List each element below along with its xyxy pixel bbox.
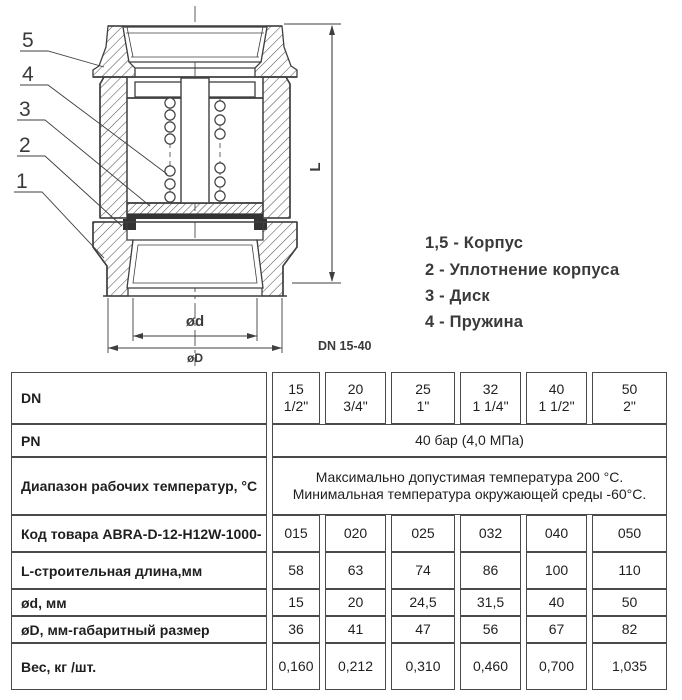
- table-cell: 15 1/2": [272, 372, 320, 424]
- table-cell: 47: [391, 616, 455, 643]
- row-label-outer-diameter: øD, мм-габаритный размер: [11, 616, 267, 643]
- table-cell: 0,310: [391, 643, 455, 690]
- table-cell: 86: [460, 552, 521, 589]
- row-label-temperature: Диапазон рабочих температур, °С: [11, 457, 267, 515]
- table-cell: 015: [272, 515, 320, 552]
- callout-1: 1: [16, 170, 28, 193]
- table-cell: 50 2": [592, 372, 667, 424]
- table-cell: 025: [391, 515, 455, 552]
- table-cell: 41: [325, 616, 386, 643]
- drawing-area: L ød øD DN 15-40 5 4 3 2 1 1,5 - Корпус …: [14, 6, 620, 366]
- table-row-inner-diameter: ød, мм 15 20 24,5 31,5 40 50: [11, 589, 667, 616]
- disk-and-seal: [123, 202, 267, 230]
- legend-item-body: 1,5 - Корпус: [425, 234, 523, 252]
- table-row-length: L-строительная длина,мм 58 63 74 86 100 …: [11, 552, 667, 589]
- table-cell: 82: [592, 616, 667, 643]
- callout-leaders: [14, 50, 168, 259]
- stem: [180, 77, 210, 204]
- table-cell: 40 1 1/2": [526, 372, 587, 424]
- table-cell: 40: [526, 589, 587, 616]
- table-cell-pn-value: 40 бар (4,0 МПа): [272, 424, 667, 457]
- table-row-outer-diameter: øD, мм-габаритный размер 36 41 47 56 67 …: [11, 616, 667, 643]
- spec-table: DN 15 1/2" 20 3/4" 25 1" 32 1 1/4" 40 1 …: [6, 372, 672, 690]
- callout-4: 4: [22, 63, 34, 86]
- table-cell: 15: [272, 589, 320, 616]
- table-cell: 58: [272, 552, 320, 589]
- table-row-pn: PN 40 бар (4,0 МПа): [11, 424, 667, 457]
- table-row-temperature: Диапазон рабочих температур, °С Максимал…: [11, 457, 667, 515]
- table-row-product-code: Код товара ABRA-D-12-H12W-1000- 015 020 …: [11, 515, 667, 552]
- table-cell: 56: [460, 616, 521, 643]
- legend-item-disk: 3 - Диск: [425, 287, 490, 305]
- table-cell: 1,035: [592, 643, 667, 690]
- dim-inner-diameter-label: ød: [186, 313, 204, 330]
- table-cell: 032: [460, 515, 521, 552]
- top-cap: [92, 25, 298, 78]
- table-cell: 0,212: [325, 643, 386, 690]
- table-cell: 32 1 1/4": [460, 372, 521, 424]
- table-cell: 74: [391, 552, 455, 589]
- table-cell: 0,160: [272, 643, 320, 690]
- table-cell: 36: [272, 616, 320, 643]
- row-label-weight: Вес, кг /шт.: [11, 643, 267, 690]
- table-cell: 020: [325, 515, 386, 552]
- table-cell-temperature-value: Максимально допустимая температура 200 °…: [272, 457, 667, 515]
- callout-2: 2: [19, 134, 31, 157]
- row-label-length: L-строительная длина,мм: [11, 552, 267, 589]
- row-label-dn: DN: [11, 372, 267, 424]
- table-cell: 50: [592, 589, 667, 616]
- legend-item-spring: 4 - Пружина: [425, 313, 524, 331]
- valve-cross-section-drawing: L ød øD DN 15-40 5 4 3 2 1 1,5 - Корпус …: [14, 6, 620, 366]
- table-cell: 040: [526, 515, 587, 552]
- dimension-lines: [107, 23, 341, 353]
- table-cell: 0,700: [526, 643, 587, 690]
- row-label-inner-diameter: ød, мм: [11, 589, 267, 616]
- valve-body: [92, 25, 298, 297]
- table-cell: 67: [526, 616, 587, 643]
- dn-range-label: DN 15-40: [318, 339, 372, 353]
- lower-nut: [92, 221, 298, 297]
- table-cell: 31,5: [460, 589, 521, 616]
- dim-outer-diameter-label: øD: [187, 351, 203, 365]
- parts-legend: 1,5 - Корпус 2 - Уплотнение корпуса 3 - …: [425, 234, 620, 331]
- table-cell: 0,460: [460, 643, 521, 690]
- table-row-weight: Вес, кг /шт. 0,160 0,212 0,310 0,460 0,7…: [11, 643, 667, 690]
- dim-length-label: L: [307, 162, 324, 171]
- callout-5: 5: [22, 29, 34, 52]
- table-cell: 63: [325, 552, 386, 589]
- table-cell: 110: [592, 552, 667, 589]
- spring: [164, 97, 226, 203]
- table-cell: 20: [325, 589, 386, 616]
- table-cell: 20 3/4": [325, 372, 386, 424]
- callout-3: 3: [19, 98, 31, 121]
- table-cell: 100: [526, 552, 587, 589]
- table-cell: 050: [592, 515, 667, 552]
- row-label-product-code: Код товара ABRA-D-12-H12W-1000-: [11, 515, 267, 552]
- table-row-dn: DN 15 1/2" 20 3/4" 25 1" 32 1 1/4" 40 1 …: [11, 372, 667, 424]
- row-label-pn: PN: [11, 424, 267, 457]
- legend-item-body-seal: 2 - Уплотнение корпуса: [425, 261, 620, 279]
- table-cell: 25 1": [391, 372, 455, 424]
- table-cell: 24,5: [391, 589, 455, 616]
